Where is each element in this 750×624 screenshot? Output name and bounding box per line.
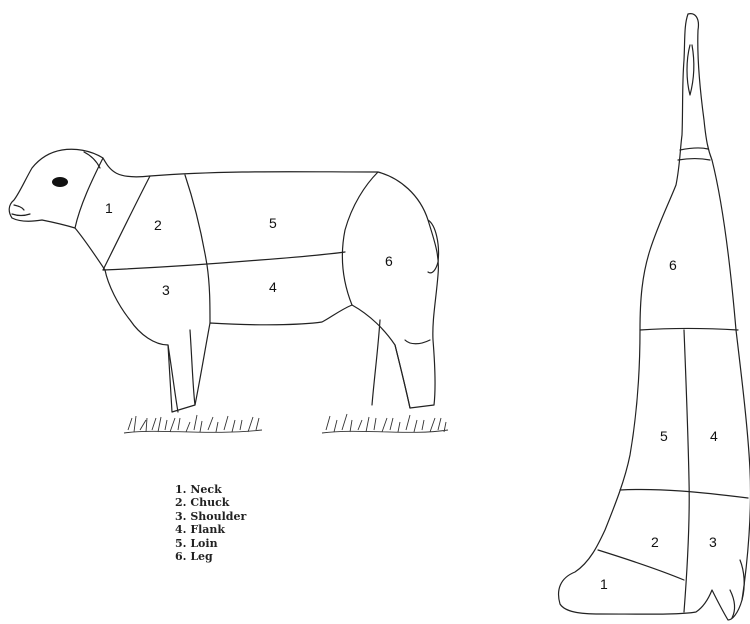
sheep-label-leg: 6 xyxy=(385,253,393,269)
sheep-neck-line xyxy=(75,158,103,228)
carcass-label-loin: 5 xyxy=(660,428,668,444)
sheep-label-flank: 4 xyxy=(269,279,277,295)
grass-right xyxy=(322,414,448,433)
sheep-eye xyxy=(52,177,68,187)
sheep-chuck-line xyxy=(103,176,150,270)
sheep-leg-line xyxy=(342,172,378,305)
carcass-figure: 1 2 3 4 5 6 xyxy=(559,14,750,620)
carcass-label-shoulder: 3 xyxy=(709,534,717,550)
legend-item-chuck: 2. Chuck xyxy=(175,496,246,509)
carcass-leg-line xyxy=(640,329,738,331)
sheep-hind-leg xyxy=(372,320,410,408)
legend-item-leg: 6. Leg xyxy=(175,550,246,563)
sheep-outline xyxy=(9,149,438,412)
legend-item-flank: 4. Flank xyxy=(175,523,246,536)
carcass-neck-line xyxy=(598,550,684,580)
grass-left xyxy=(124,415,262,433)
sheep-label-chuck: 2 xyxy=(154,217,162,233)
sheep-hind-knee xyxy=(405,340,430,344)
sheep-nostril xyxy=(14,205,24,210)
cuts-legend: 1. Neck 2. Chuck 3. Shoulder 4. Flank 5.… xyxy=(175,483,246,563)
sheep-tail xyxy=(428,220,439,273)
sheep-label-neck: 1 xyxy=(105,200,113,216)
legend-item-shoulder: 3. Shoulder xyxy=(175,510,246,523)
legend-item-loin: 5. Loin xyxy=(175,537,246,550)
sheep-figure: 1 2 3 4 5 6 xyxy=(9,149,448,433)
carcass-edge-detail xyxy=(730,560,744,618)
carcass-center-line xyxy=(684,330,689,612)
sheep-label-shoulder: 3 xyxy=(162,282,170,298)
carcass-label-leg: 6 xyxy=(669,257,677,273)
carcass-shank xyxy=(687,45,694,95)
carcass-hock-line xyxy=(678,148,710,160)
sheep-shoulder-line xyxy=(103,252,345,270)
sheep-mouth xyxy=(12,214,30,216)
carcass-outline xyxy=(559,14,750,620)
carcass-label-chuck: 2 xyxy=(651,534,659,550)
sheep-front-leg xyxy=(168,330,195,412)
sheep-label-loin: 5 xyxy=(269,215,277,231)
carcass-chuck-line xyxy=(620,489,748,498)
sheep-loin-line xyxy=(185,175,210,323)
carcass-label-flank: 4 xyxy=(710,428,718,444)
legend-item-neck: 1. Neck xyxy=(175,483,246,496)
carcass-label-neck: 1 xyxy=(600,576,608,592)
